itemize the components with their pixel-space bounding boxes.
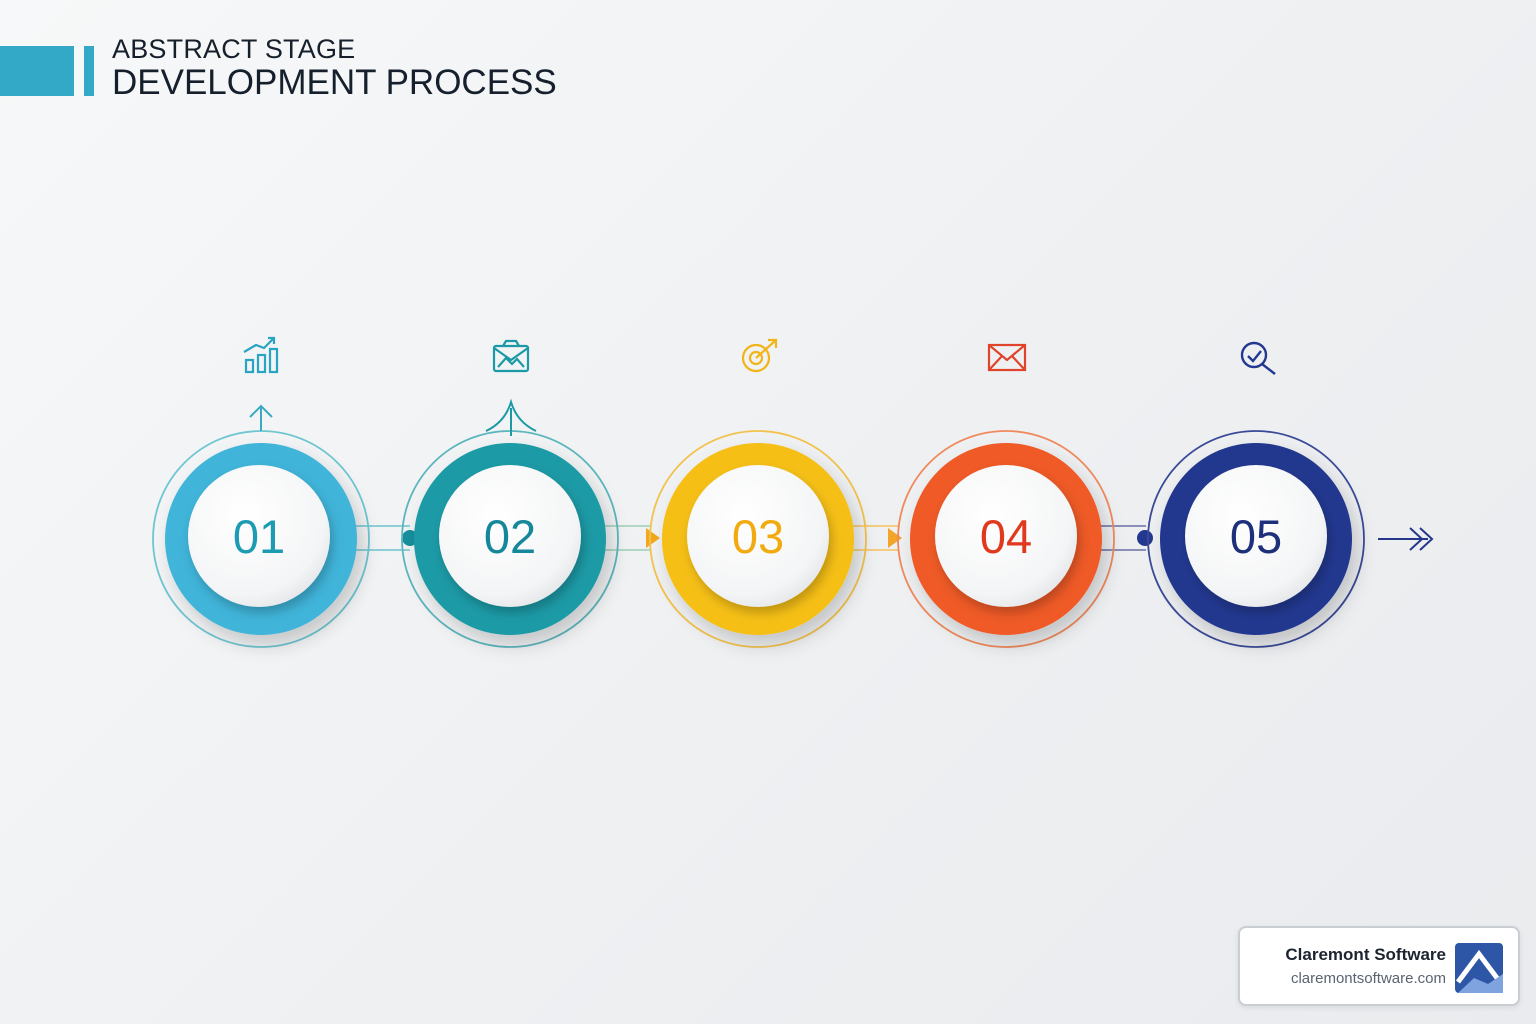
brand-url: claremontsoftware.com: [1290, 970, 1446, 987]
bar-chart-growth-icon: [243, 336, 279, 374]
connector-arrow-3: [646, 528, 660, 548]
step-1-top-arrow-icon: [249, 404, 273, 431]
connector-1-2: [350, 525, 410, 551]
step-1: 01: [152, 336, 370, 648]
step-5-number: 05: [1230, 510, 1282, 563]
step-5-disc: [1185, 465, 1327, 607]
step-2-disc: [439, 465, 581, 607]
connector-3-4: [850, 525, 898, 551]
mountain-roof-logo-icon: [1455, 943, 1503, 993]
step-5: 05: [1147, 341, 1365, 648]
steps: 01 02: [152, 336, 1365, 648]
step-5-outline: [1147, 430, 1365, 648]
brand-badge: Claremont Software claremontsoftware.com: [1238, 926, 1520, 1006]
step-4-number: 04: [980, 510, 1032, 563]
step-4-disc: [935, 465, 1077, 607]
step-4-outline: [897, 430, 1115, 648]
connector-4-5: [1100, 525, 1146, 551]
title-line-1: ABSTRACT STAGE: [112, 34, 356, 64]
step-4: 04: [897, 343, 1115, 648]
step-2-top-spike-icon: [485, 398, 537, 432]
search-magnifier-icon: [1240, 341, 1276, 375]
step-2: 02: [401, 339, 619, 648]
brand-name: Claremont Software: [1285, 945, 1446, 964]
connector-dot-5: [1137, 530, 1153, 546]
step-3: 03: [649, 338, 867, 648]
connector-arrow-4: [888, 528, 902, 548]
step-3-outline: [649, 430, 867, 648]
title-accent-block: [0, 46, 74, 96]
photo-envelope-icon: [492, 339, 530, 373]
envelope-icon: [987, 343, 1027, 372]
step-3-disc: [687, 465, 829, 607]
step-3-number: 03: [732, 510, 784, 563]
connector-dot-2: [402, 530, 418, 546]
target-dart-icon: [741, 338, 778, 373]
title-accent-line: [84, 46, 94, 96]
page-title: ABSTRACT STAGE DEVELOPMENT PROCESS: [112, 34, 557, 102]
connector-2-3: [600, 525, 650, 551]
step-1-disc: [188, 465, 330, 607]
title-line-2: DEVELOPMENT PROCESS: [112, 63, 557, 102]
step-2-number: 02: [484, 510, 536, 563]
end-arrow-icon: [1378, 527, 1434, 551]
step-1-number: 01: [233, 510, 285, 563]
